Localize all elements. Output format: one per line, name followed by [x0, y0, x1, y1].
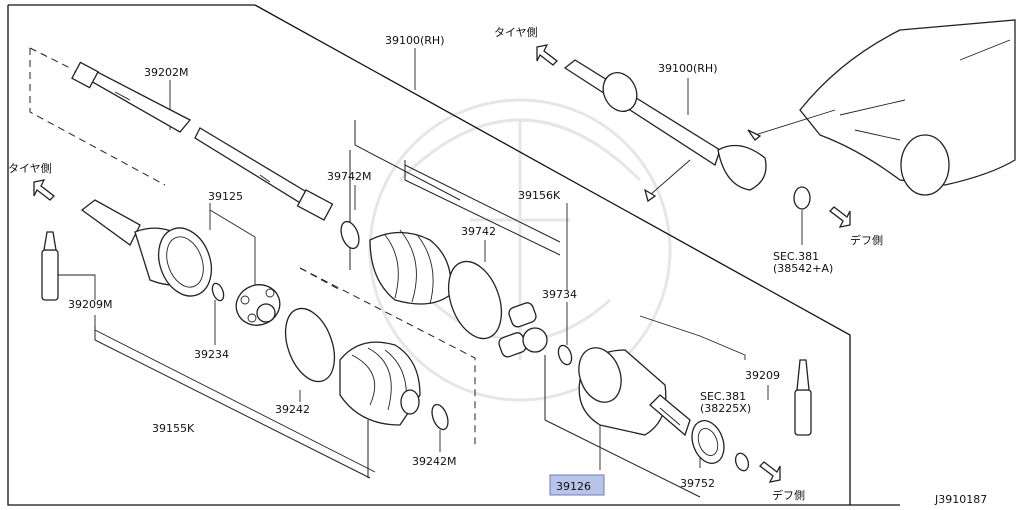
group-boundaries	[94, 120, 701, 498]
callout-39742[interactable]: 39742	[461, 225, 496, 238]
direction-diff-side-bottom: デフ側	[772, 488, 805, 502]
callout-39242[interactable]: 39242	[275, 403, 310, 416]
part-39125-outer-joint	[80, 199, 213, 297]
callout-39126[interactable]: 39126	[556, 480, 591, 493]
part-39752-seal	[691, 420, 725, 464]
part-39209-grease-tube	[794, 359, 812, 436]
hollow-arrow-icon	[536, 44, 558, 66]
direction-diff-side-right: デフ側	[850, 233, 883, 247]
callout-39742m[interactable]: 39742M	[327, 170, 371, 183]
selected-part-highlight	[549, 474, 605, 496]
part-39209m-grease-tube	[41, 231, 59, 301]
part-39234-clip	[211, 282, 225, 302]
part-39242m-clamp	[431, 403, 449, 431]
part-39742m-clamp	[340, 220, 360, 250]
callout-sec381-x-code: (38225X)	[700, 402, 751, 415]
part-39734-tripod	[498, 302, 573, 366]
assembly-frame	[7, 4, 900, 506]
callout-sec381-x-title[interactable]: SEC.381	[700, 390, 746, 403]
part-39242-band	[284, 307, 336, 383]
part-39202m-shaft	[71, 61, 334, 221]
part-39242-inner-boot	[339, 341, 421, 426]
part-39742-band	[447, 260, 503, 340]
suv-outline-icon	[799, 19, 1016, 186]
part-39126-inner-housing	[578, 347, 691, 437]
callout-39734[interactable]: 39734	[542, 288, 577, 301]
hollow-arrow-icon	[829, 206, 851, 228]
callout-39125[interactable]: 39125	[208, 190, 243, 203]
dashed-group-boot	[299, 267, 476, 445]
callout-39242m[interactable]: 39242M	[412, 455, 456, 468]
part-38225x-clip	[734, 452, 750, 472]
callout-sec381-a-code: (38542+A)	[773, 262, 833, 275]
callout-39100-rh-vehicle[interactable]: 39100(RH)	[658, 62, 718, 75]
callout-39209m[interactable]: 39209M	[68, 298, 112, 311]
vehicle-inset	[563, 19, 1016, 210]
part-39125-bearing-cage	[235, 284, 281, 326]
callout-39202m[interactable]: 39202M	[144, 66, 188, 79]
callout-39209[interactable]: 39209	[745, 369, 780, 382]
callout-39752[interactable]: 39752	[680, 477, 715, 490]
diagram-id: J3910187	[934, 493, 987, 506]
direction-tire-side-top: タイヤ側	[494, 26, 538, 39]
direction-tire-side-left: タイヤ側	[8, 162, 52, 175]
hollow-arrow-icon	[759, 461, 781, 483]
callout-39155k[interactable]: 39155K	[152, 422, 195, 435]
part-39742m-outer-boot	[369, 229, 452, 305]
callout-sec381-a-title[interactable]: SEC.381	[773, 250, 819, 263]
arrow-head-icon	[643, 188, 657, 203]
arrow-head-icon	[747, 129, 762, 141]
callout-39156k[interactable]: 39156K	[518, 189, 561, 202]
hollow-arrow-icon	[33, 179, 55, 201]
callout-39100-rh[interactable]: 39100(RH)	[385, 34, 445, 47]
callout-39234[interactable]: 39234	[194, 348, 229, 361]
dashed-group-shaft	[29, 47, 166, 186]
